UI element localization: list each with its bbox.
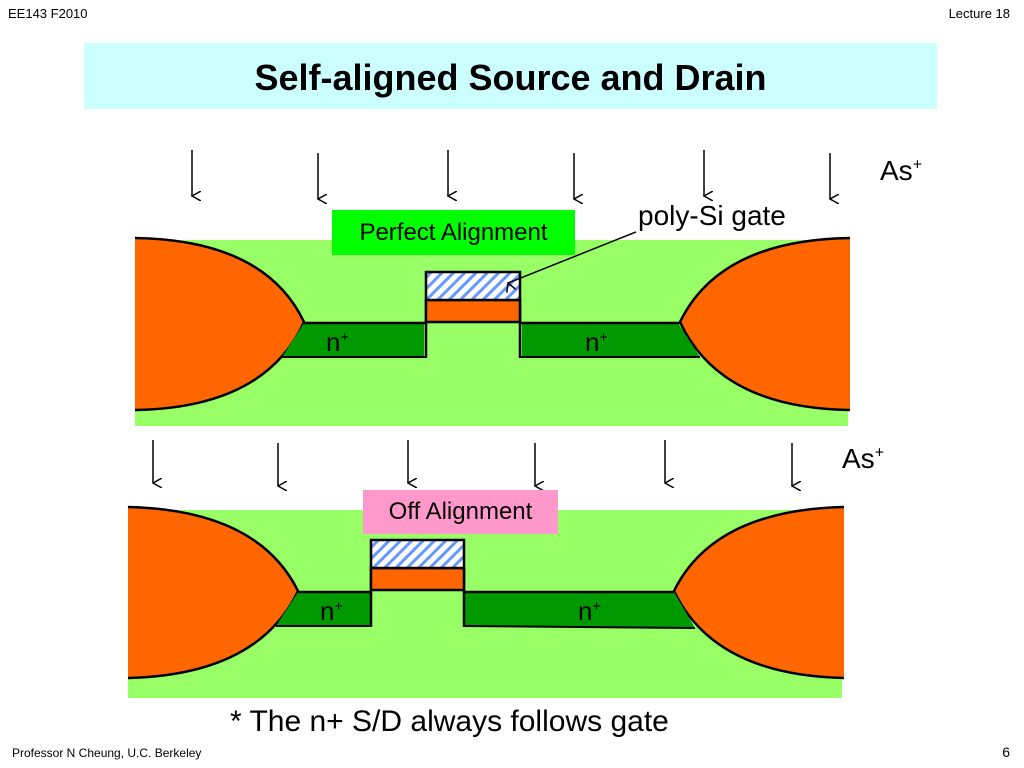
lecture-label: Lecture 18 xyxy=(948,6,1010,21)
gate-pointer-line xyxy=(508,231,637,283)
course-label: EE143 F2010 xyxy=(8,6,88,21)
junction-line xyxy=(462,625,696,629)
slide-title: Self-aligned Source and Drain xyxy=(254,57,767,98)
bottom-implant-arrows xyxy=(153,440,792,486)
top-implant-arrows xyxy=(192,150,830,199)
top-device xyxy=(134,231,851,426)
gate-label: poly-Si gate xyxy=(638,200,786,231)
field-oxide-right xyxy=(674,507,844,678)
ion-label-top: As+ xyxy=(880,155,923,186)
gate-oxide xyxy=(369,566,466,592)
off-alignment-tag: Off Alignment xyxy=(363,490,558,534)
n-plus-left-region xyxy=(282,323,424,357)
n-plus-left-region xyxy=(276,592,370,626)
ion-label-bottom: As+ xyxy=(842,443,885,474)
page-number: 6 xyxy=(1002,744,1010,760)
gate-oxide xyxy=(424,298,522,324)
perfect-alignment-tag: Perfect Alignment xyxy=(332,210,575,255)
field-oxide-right xyxy=(680,238,850,410)
poly-si-gate xyxy=(424,270,522,302)
n-plus-left-label: n+ xyxy=(320,596,343,626)
footer-author: Professor N Cheung, U.C. Berkeley xyxy=(12,746,202,760)
summary-note: * The n+ S/D always follows gate xyxy=(230,705,669,738)
poly-si-gate xyxy=(369,538,466,570)
n-plus-right-label: n+ xyxy=(585,327,608,357)
field-oxide-left xyxy=(128,507,298,678)
field-oxide-left xyxy=(135,238,304,410)
bottom-device xyxy=(127,505,845,698)
n-plus-right-label: n+ xyxy=(578,596,601,626)
n-plus-left-label: n+ xyxy=(326,327,349,357)
title-banner: Self-aligned Source and Drain xyxy=(84,43,937,109)
n-plus-right-region xyxy=(522,323,700,357)
n-plus-right-region xyxy=(465,592,695,628)
